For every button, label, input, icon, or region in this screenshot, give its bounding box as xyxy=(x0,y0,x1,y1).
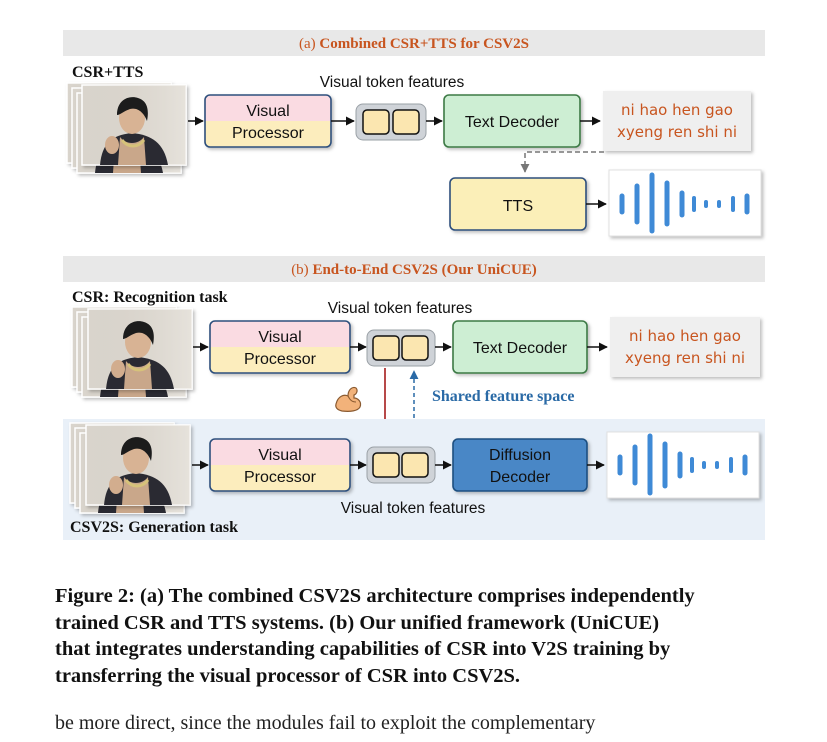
video-frames-a xyxy=(65,81,188,175)
svg-text:xyeng ren shi ni: xyeng ren shi ni xyxy=(617,123,737,141)
svg-text:Text Decoder: Text Decoder xyxy=(473,340,568,357)
section-b-header-bar xyxy=(63,256,765,282)
video-frames-b-bottom xyxy=(68,421,192,515)
input-label-csr-tts: CSR+TTS xyxy=(72,64,143,81)
svg-text:Visual: Visual xyxy=(246,103,289,120)
text-output-b: ni hao hen gao xyeng ren shi ni xyxy=(610,317,760,377)
svg-text:ni hao hen gao: ni hao hen gao xyxy=(621,101,733,119)
diagram: (a) Combined CSR+TTS for CSV2S CSR+TTS V… xyxy=(63,30,765,540)
recognition-task-label: CSR: Recognition task xyxy=(72,289,228,306)
text-decoder-b: Text Decoder xyxy=(452,320,588,374)
shared-feature-space-label: Shared feature space xyxy=(432,388,575,405)
section-b: (b) End-to-End CSV2S (Our UniCUE) CSR: R… xyxy=(63,256,765,540)
visual-processor-b-bottom: Visual Processor xyxy=(209,438,351,492)
diffusion-decoder: Diffusion Decoder xyxy=(452,438,588,492)
caption-line-3: that integrates understanding capabiliti… xyxy=(55,638,671,660)
caption-line-1: Figure 2: (a) The combined CSV2S archite… xyxy=(55,585,695,607)
video-frames-b-top xyxy=(70,305,194,399)
token-features-b-bottom xyxy=(366,446,436,484)
visual-processor-b-top: Visual Processor xyxy=(209,320,351,374)
token-features-a xyxy=(355,103,427,141)
svg-text:Visual: Visual xyxy=(258,329,301,346)
section-a: (a) Combined CSR+TTS for CSV2S CSR+TTS V… xyxy=(63,30,765,237)
section-b-title: (b) End-to-End CSV2S (Our UniCUE) xyxy=(291,262,537,278)
svg-text:Text Decoder: Text Decoder xyxy=(465,114,560,131)
token-label-b-bottom: Visual token features xyxy=(341,500,486,517)
token-features-b-top xyxy=(366,329,436,367)
cutoff-body-text: be more direct, since the modules fail t… xyxy=(55,712,596,734)
token-label-b-top: Visual token features xyxy=(328,300,473,317)
svg-text:Processor: Processor xyxy=(244,351,317,368)
tts-block: TTS xyxy=(449,177,587,231)
flexed-biceps-icon xyxy=(335,386,362,412)
svg-text:Processor: Processor xyxy=(244,469,317,486)
waveform-b xyxy=(606,431,760,499)
svg-text:Processor: Processor xyxy=(232,125,305,142)
svg-text:Diffusion: Diffusion xyxy=(489,447,551,464)
visual-processor-a: Visual Processor xyxy=(204,94,332,148)
waveform-a xyxy=(608,169,762,237)
svg-text:TTS: TTS xyxy=(503,198,533,215)
section-a-title: (a) Combined CSR+TTS for CSV2S xyxy=(299,36,529,52)
svg-text:xyeng ren shi ni: xyeng ren shi ni xyxy=(625,349,745,367)
caption-line-2: trained CSR and TTS systems. (b) Our uni… xyxy=(55,611,660,634)
svg-text:Decoder: Decoder xyxy=(490,469,551,486)
caption-line-4: transferring the visual processor of CSR… xyxy=(55,664,521,687)
token-label-a: Visual token features xyxy=(320,74,465,91)
text-decoder-a: Text Decoder xyxy=(443,94,581,148)
generation-task-label: CSV2S: Generation task xyxy=(70,519,238,536)
text-output-a: ni hao hen gao xyeng ren shi ni xyxy=(603,91,751,151)
section-a-header-bar xyxy=(63,30,765,56)
svg-text:ni hao hen gao: ni hao hen gao xyxy=(629,327,741,345)
svg-text:Visual: Visual xyxy=(258,447,301,464)
figure-caption: Figure 2: (a) The combined CSV2S archite… xyxy=(55,583,785,689)
